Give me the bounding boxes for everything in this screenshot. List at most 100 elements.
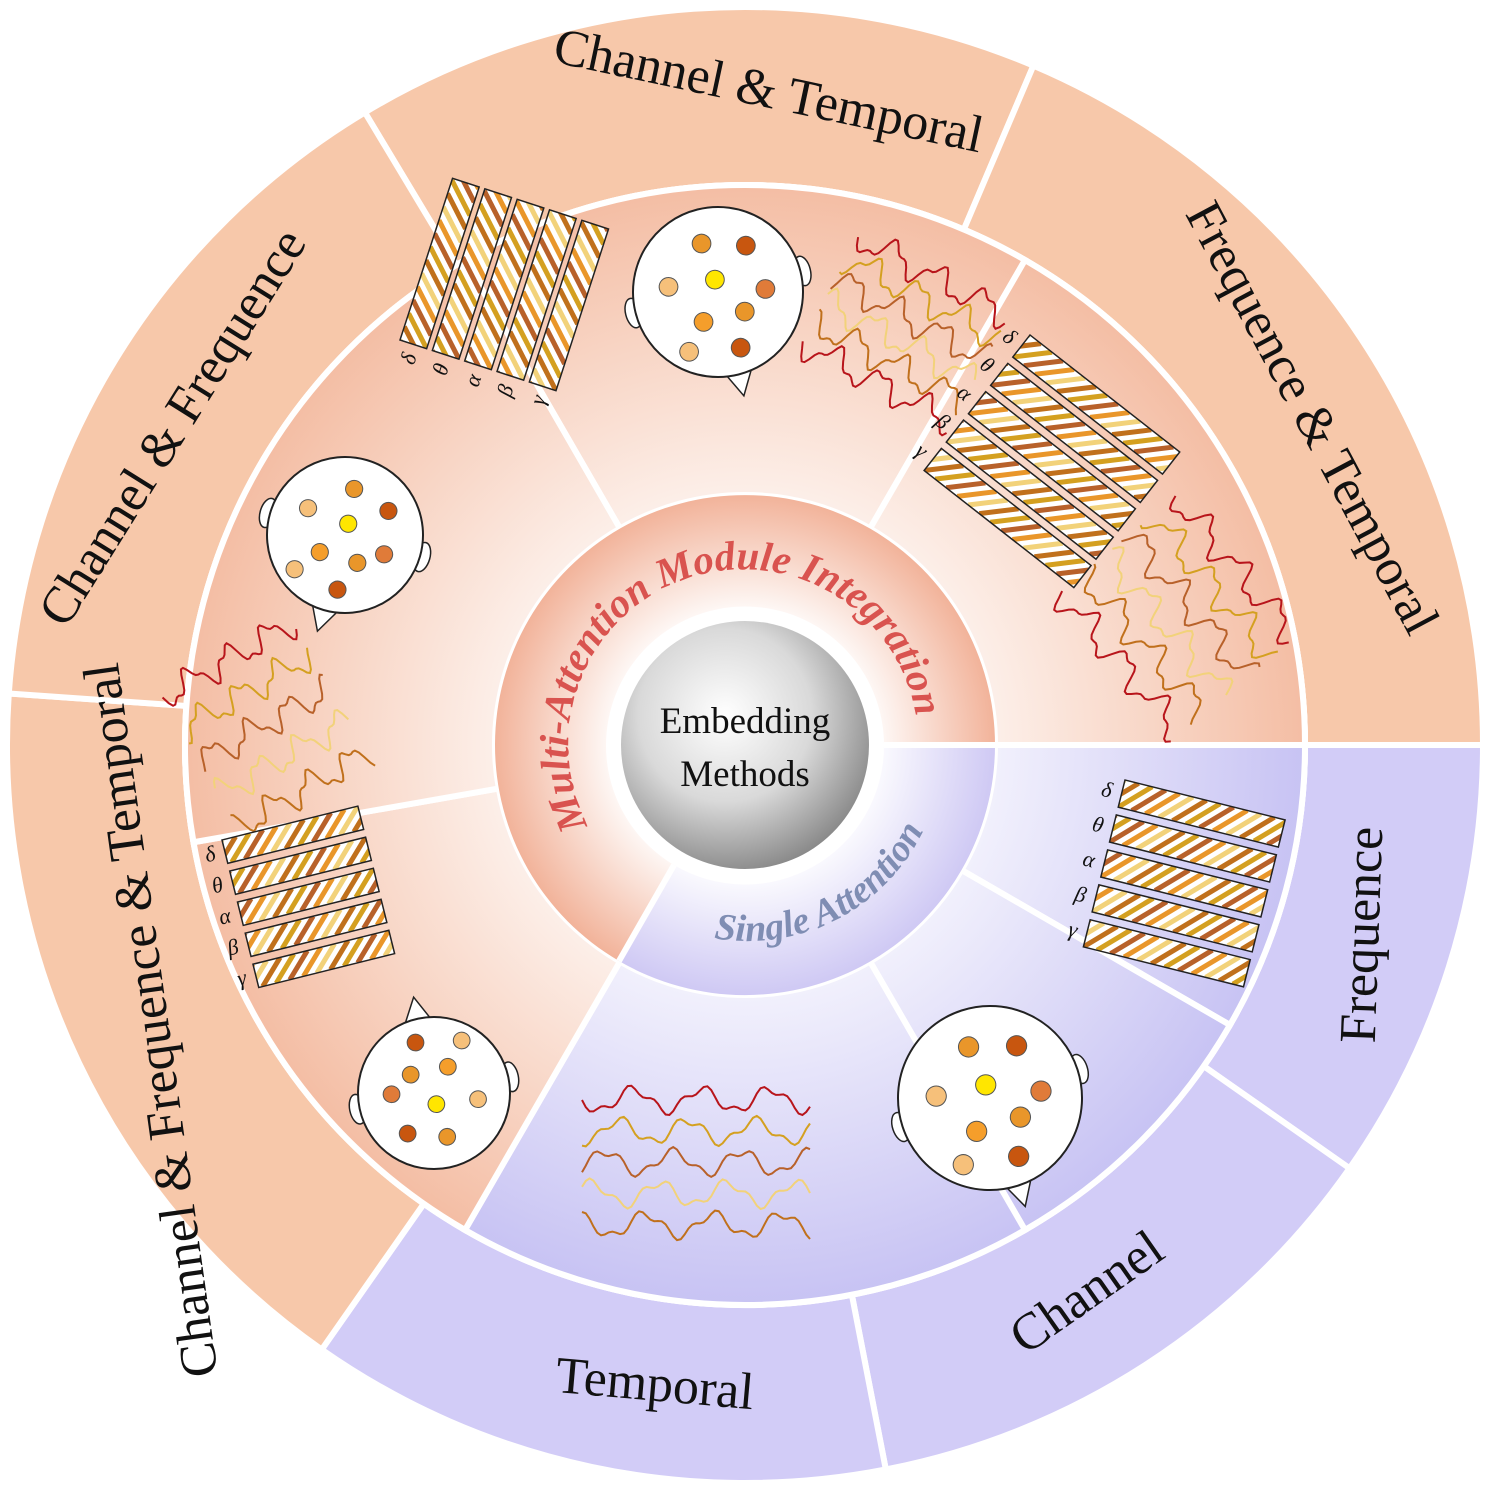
electrode-dot xyxy=(1008,1145,1030,1168)
wave-line xyxy=(1168,495,1289,645)
center-hub: Embedding Methods xyxy=(616,616,874,874)
electrode-dot xyxy=(382,1085,401,1104)
eeg-waves-icon xyxy=(1053,495,1289,743)
electrode-dot xyxy=(705,269,725,290)
frequency-band xyxy=(431,187,513,361)
label-frequence: Frequence xyxy=(1330,826,1395,1044)
electrode-dot xyxy=(736,235,756,256)
frequency-band xyxy=(1099,848,1269,918)
wave-line xyxy=(188,647,312,745)
frequency-band xyxy=(496,208,578,382)
center-title-line2: Methods xyxy=(680,754,810,795)
electrode-dot xyxy=(310,543,329,562)
eeg-waves-icon xyxy=(581,1084,811,1242)
eeg-head-icon xyxy=(890,1005,1090,1208)
electrode-dot xyxy=(438,1057,457,1076)
band-symbol: β xyxy=(223,934,241,961)
icons-channel-temporal xyxy=(624,206,1006,437)
frequency-band xyxy=(228,836,373,896)
wave-line xyxy=(1121,533,1261,670)
electrode-dot xyxy=(1005,1035,1028,1057)
electrode-dot xyxy=(957,1036,980,1058)
frequency-band xyxy=(923,447,1093,589)
electrode-dot xyxy=(298,499,318,518)
frequency-band xyxy=(252,929,396,989)
wave-line xyxy=(1083,563,1202,725)
frequency-band xyxy=(989,362,1159,504)
electrode-dot xyxy=(285,560,304,579)
frequency-band xyxy=(1011,333,1181,476)
electrode-dot xyxy=(734,301,755,322)
frequency-band xyxy=(221,805,365,865)
wave-line xyxy=(581,1177,811,1211)
wave-line xyxy=(230,749,376,833)
electrode-dot xyxy=(452,1031,471,1050)
electrode-dot xyxy=(375,545,394,564)
wave-line xyxy=(1053,590,1172,743)
electrode-dot xyxy=(406,1033,425,1052)
frequency-band xyxy=(1091,883,1260,953)
frequency-band xyxy=(528,219,610,392)
center-disc xyxy=(621,621,869,869)
frequency-band xyxy=(399,177,481,350)
wave-line xyxy=(581,1114,811,1148)
wave-line xyxy=(855,236,1006,330)
electrode-dot xyxy=(1009,1106,1032,1128)
wave-line xyxy=(838,257,1002,348)
wave-line xyxy=(1139,523,1279,659)
wave-line xyxy=(1112,546,1234,696)
wave-line xyxy=(581,1145,811,1179)
electrode-dot xyxy=(1030,1080,1052,1102)
electrode-dot xyxy=(755,279,776,299)
wave-line xyxy=(581,1084,811,1117)
electrode-dot xyxy=(730,337,751,358)
frequency-band xyxy=(967,390,1137,532)
wave-line xyxy=(827,287,978,381)
electrode-dot xyxy=(691,233,712,254)
eeg-head-icon xyxy=(624,206,812,398)
wave-line xyxy=(212,709,350,796)
electrode-dot xyxy=(328,580,347,599)
frequency-band xyxy=(236,867,381,927)
wave-line xyxy=(800,341,948,437)
electrode-dot xyxy=(925,1085,947,1107)
eeg-head-icon xyxy=(258,456,432,633)
electrode-dot xyxy=(438,1127,457,1146)
frequency-band xyxy=(1117,779,1287,848)
center-title-line1: Embedding xyxy=(660,701,831,742)
electrode-dot xyxy=(427,1095,446,1114)
electrode-dot xyxy=(658,276,679,297)
electrode-dot xyxy=(401,1065,420,1084)
eeg-head-icon xyxy=(348,995,520,1170)
icons-temporal xyxy=(581,1084,811,1242)
electrode-dot xyxy=(398,1124,417,1143)
wave-line xyxy=(200,673,324,772)
frequency-band xyxy=(463,198,545,371)
frequency-band xyxy=(1082,918,1252,988)
icons-channel xyxy=(890,1005,1090,1208)
band-symbol: β xyxy=(1071,880,1089,907)
wave-line xyxy=(818,308,959,416)
frequency-band xyxy=(945,419,1115,561)
electrode-dot xyxy=(348,553,367,572)
wave-line xyxy=(161,624,298,707)
electrode-dot xyxy=(339,514,358,533)
single-attention-band xyxy=(619,745,995,996)
electrode-dot xyxy=(379,501,398,521)
electrode-dot xyxy=(679,341,699,362)
electrode-dot xyxy=(952,1154,974,1176)
electrode-dot xyxy=(966,1120,988,1142)
eeg-waves-icon xyxy=(800,236,1006,437)
electrode-dot xyxy=(693,312,714,332)
multi-attention-band xyxy=(495,495,995,961)
frequency-band xyxy=(244,898,388,958)
electrode-dot xyxy=(469,1090,487,1109)
